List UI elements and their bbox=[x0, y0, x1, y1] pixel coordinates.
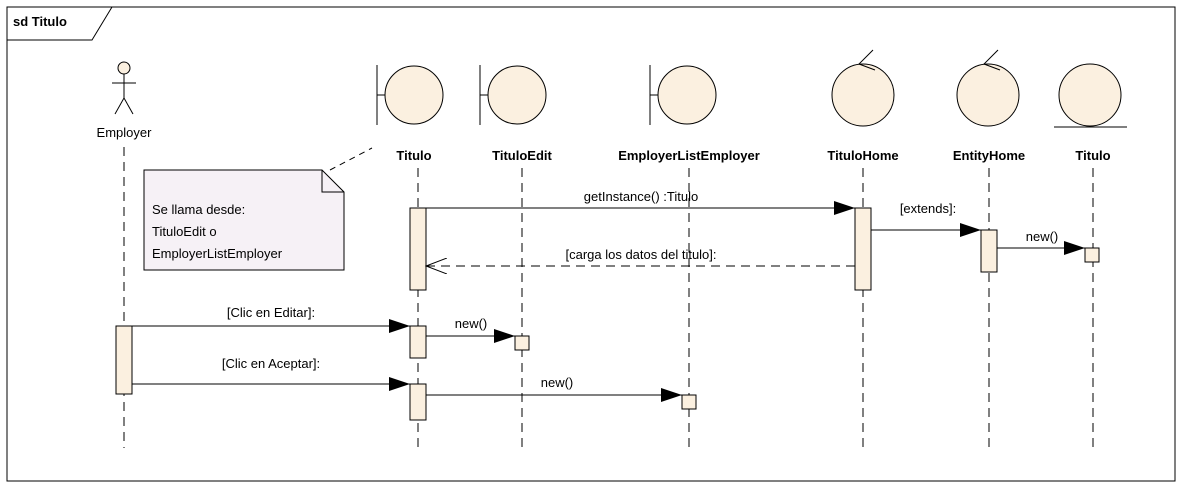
titulo-entity-label: Titulo bbox=[1075, 148, 1110, 163]
lifeline-head-tituloedit[interactable]: TituloEdit bbox=[479, 65, 553, 163]
note-line-1: Se llama desde: bbox=[152, 202, 245, 217]
lifeline-head-entityhome[interactable]: EntityHome bbox=[953, 49, 1025, 163]
activation-titulo-1 bbox=[409, 207, 427, 291]
activation-entityhome bbox=[980, 229, 998, 273]
actor-employer-label: Employer bbox=[97, 125, 153, 140]
titulo-boundary-label: Titulo bbox=[396, 148, 431, 163]
frame-title: sd Titulo bbox=[13, 14, 67, 29]
message-new-employerlistemployer-label: new() bbox=[541, 375, 574, 390]
activation-titulo-3 bbox=[409, 383, 427, 421]
message-clic-editar-label: [Clic en Editar]: bbox=[227, 305, 315, 320]
titulohome-label: TituloHome bbox=[827, 148, 898, 163]
note: Se llama desde: TituloEdit o EmployerLis… bbox=[143, 147, 373, 271]
message-new-tituloedit-label: new() bbox=[455, 316, 488, 331]
activation-tituloedit bbox=[514, 335, 530, 351]
note-line-3: EmployerListEmployer bbox=[152, 246, 283, 261]
note-line-2: TituloEdit o bbox=[152, 224, 217, 239]
tituloedit-label: TituloEdit bbox=[492, 148, 552, 163]
activation-employer bbox=[115, 325, 133, 395]
message-getinstance-label: getInstance() :Titulo bbox=[584, 189, 698, 204]
entityhome-label: EntityHome bbox=[953, 148, 1025, 163]
lifeline-head-employerlistemployer[interactable]: EmployerListEmployer bbox=[618, 65, 760, 163]
activation-titulo-entity bbox=[1084, 247, 1100, 263]
lifeline-head-titulo-entity[interactable]: Titulo bbox=[1054, 63, 1127, 163]
message-clic-aceptar-label: [Clic en Aceptar]: bbox=[222, 356, 320, 371]
actor-employer[interactable]: Employer bbox=[97, 61, 153, 140]
lifeline-head-titulohome[interactable]: TituloHome bbox=[827, 49, 899, 163]
activation-titulohome bbox=[854, 207, 872, 291]
message-new-titulo-label: new() bbox=[1026, 229, 1059, 244]
message-extends-label: [extends]: bbox=[900, 201, 956, 216]
diagram-frame: sd Titulo bbox=[6, 6, 1176, 482]
activation-titulo-2 bbox=[409, 325, 427, 359]
employerlistemployer-label: EmployerListEmployer bbox=[618, 148, 760, 163]
activation-employerlistemployer bbox=[681, 394, 697, 410]
lifeline-head-titulo-boundary[interactable]: Titulo bbox=[376, 65, 444, 163]
message-carga-datos-label: [carga los datos del titulo]: bbox=[565, 247, 716, 262]
